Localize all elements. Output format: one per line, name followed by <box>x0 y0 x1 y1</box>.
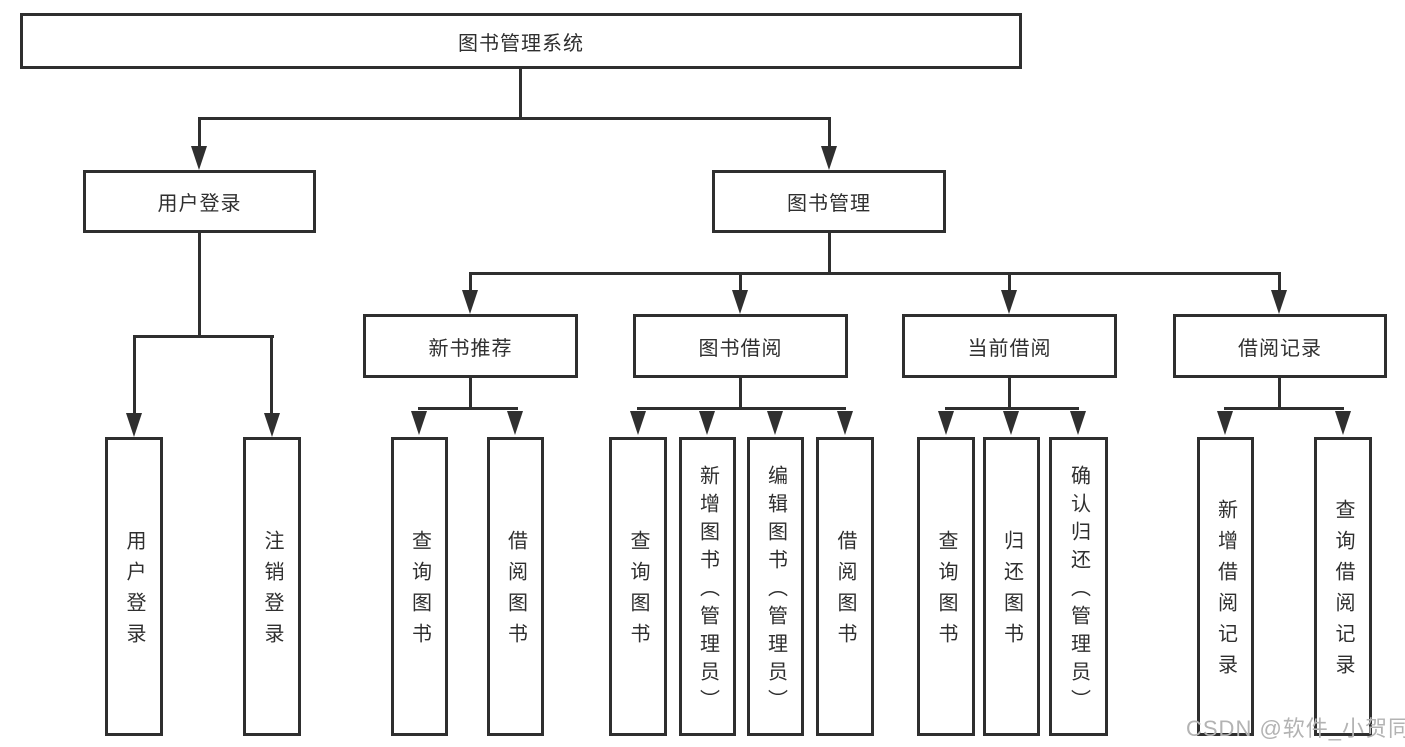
connector-line <box>637 407 846 410</box>
leaf-return-book: 归还图书 <box>983 437 1040 736</box>
arrow-down-icon <box>264 413 280 437</box>
connector-line <box>133 335 136 415</box>
connector-line <box>469 377 472 410</box>
node-root: 图书管理系统 <box>20 13 1022 69</box>
leaf-borrow-books-borrow-label: 借阅图书 <box>834 530 856 654</box>
node-root-label: 图书管理系统 <box>458 32 584 55</box>
connector-line <box>133 335 274 338</box>
connector-line <box>1278 377 1281 410</box>
node-user-login: 用户登录 <box>83 170 316 233</box>
arrow-down-icon <box>191 146 207 170</box>
leaf-add-book-admin: 新增图书（管理员） <box>679 437 736 736</box>
connector-line <box>198 117 201 149</box>
leaf-borrow-books-newbook: 借阅图书 <box>487 437 544 736</box>
arrow-down-icon <box>837 411 853 435</box>
arrow-down-icon <box>411 411 427 435</box>
arrow-down-icon <box>699 411 715 435</box>
leaf-add-book-admin-label: 新增图书（管理员） <box>696 464 719 717</box>
leaf-add-borrow-record-label: 新增借阅记录 <box>1214 499 1237 685</box>
connector-line <box>739 272 742 294</box>
leaf-query-books-current: 查询图书 <box>917 437 975 736</box>
leaf-logout-label: 注销登录 <box>261 530 283 654</box>
arrow-down-icon <box>1217 411 1233 435</box>
connector-line <box>1008 377 1011 410</box>
arrow-down-icon <box>767 411 783 435</box>
leaf-user-login-label: 用户登录 <box>123 530 145 654</box>
arrow-down-icon <box>1003 411 1019 435</box>
leaf-query-books-borrow: 查询图书 <box>609 437 667 736</box>
node-borrow-records-label: 借阅记录 <box>1238 337 1322 360</box>
node-book-management-label: 图书管理 <box>787 193 871 215</box>
arrow-down-icon <box>1070 411 1086 435</box>
leaf-borrow-books-borrow: 借阅图书 <box>816 437 874 736</box>
node-user-login-label: 用户登录 <box>157 193 242 215</box>
arrow-down-icon <box>507 411 523 435</box>
connector-line <box>469 272 1281 275</box>
connector-line <box>519 68 522 120</box>
leaf-edit-book-admin-label: 编辑图书（管理员） <box>764 464 787 717</box>
connector-line <box>469 272 472 294</box>
connector-line <box>739 377 742 410</box>
node-current-borrow-label: 当前借阅 <box>967 337 1052 360</box>
connector-line <box>198 117 831 120</box>
leaf-query-books-newbook-label: 查询图书 <box>408 530 431 654</box>
connector-line <box>828 233 831 275</box>
connector-line <box>828 117 831 149</box>
leaf-edit-book-admin: 编辑图书（管理员） <box>747 437 804 736</box>
leaf-confirm-return-admin-label: 确认归还（管理员） <box>1067 464 1090 717</box>
connector-line <box>1224 407 1344 410</box>
arrow-down-icon <box>821 146 837 170</box>
leaf-logout: 注销登录 <box>243 437 301 736</box>
leaf-borrow-books-newbook-label: 借阅图书 <box>504 530 527 654</box>
leaf-query-borrow-record-label: 查询借阅记录 <box>1332 499 1354 685</box>
node-borrow-records: 借阅记录 <box>1173 314 1387 378</box>
arrow-down-icon <box>1335 411 1351 435</box>
connector-line <box>945 407 1079 410</box>
node-new-book-recommend: 新书推荐 <box>363 314 578 378</box>
connector-line <box>270 335 273 415</box>
connector-line <box>198 233 201 338</box>
connector-line <box>1278 272 1281 294</box>
leaf-query-borrow-record: 查询借阅记录 <box>1314 437 1372 736</box>
arrow-down-icon <box>938 411 954 435</box>
node-book-borrow: 图书借阅 <box>633 314 848 378</box>
node-new-book-recommend-label: 新书推荐 <box>428 337 513 360</box>
csdn-watermark: CSDN @软件_小贺同学 <box>1186 716 1405 741</box>
leaf-confirm-return-admin: 确认归还（管理员） <box>1049 437 1108 736</box>
leaf-query-books-newbook: 查询图书 <box>391 437 448 736</box>
arrow-down-icon <box>462 290 478 314</box>
leaf-return-book-label: 归还图书 <box>1000 530 1023 654</box>
node-book-borrow-label: 图书借阅 <box>698 337 783 360</box>
leaf-user-login: 用户登录 <box>105 437 163 736</box>
connector-line <box>418 407 518 410</box>
arrow-down-icon <box>732 290 748 314</box>
leaf-add-borrow-record: 新增借阅记录 <box>1197 437 1254 736</box>
arrow-down-icon <box>630 411 646 435</box>
arrow-down-icon <box>1271 290 1287 314</box>
arrow-down-icon <box>126 413 142 437</box>
node-current-borrow: 当前借阅 <box>902 314 1117 378</box>
leaf-query-books-borrow-label: 查询图书 <box>627 530 649 654</box>
arrow-down-icon <box>1001 290 1017 314</box>
node-book-management: 图书管理 <box>712 170 946 233</box>
leaf-query-books-current-label: 查询图书 <box>935 530 957 654</box>
connector-line <box>1008 272 1011 294</box>
